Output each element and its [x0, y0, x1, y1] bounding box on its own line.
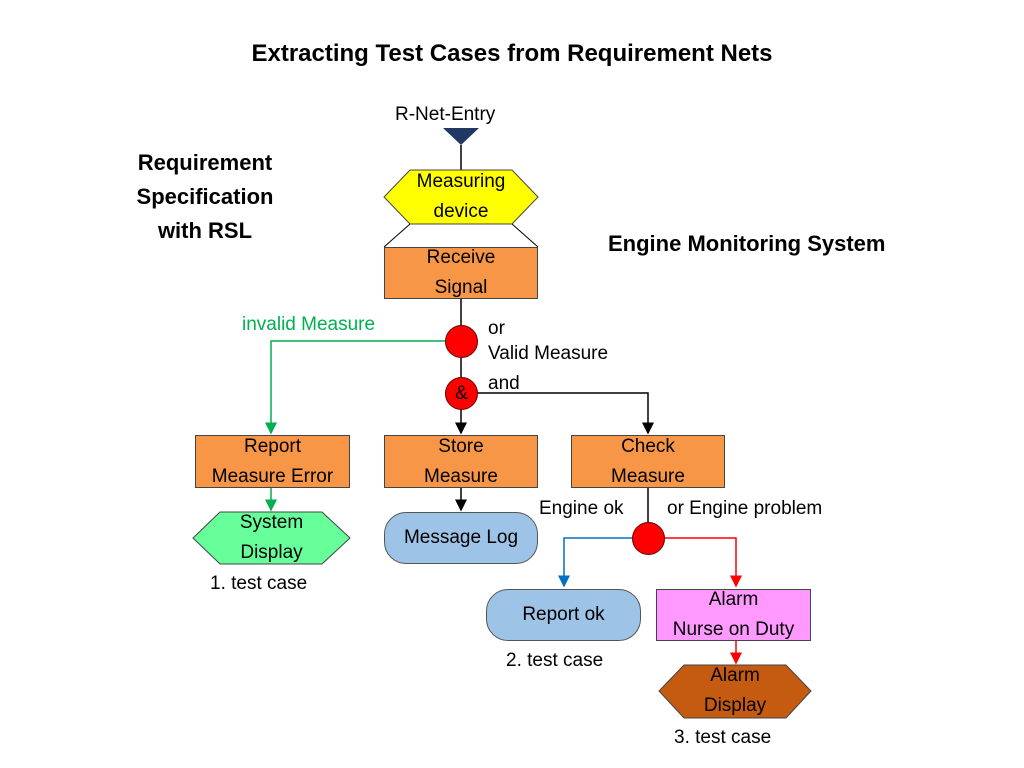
- system-display-line2: Display: [240, 542, 303, 563]
- requirement-label-line2: Specification: [136, 184, 274, 209]
- diagram-title: Extracting Test Cases from Requirement N…: [251, 40, 773, 67]
- and-label: and: [488, 373, 520, 394]
- system-label: Engine Monitoring System: [608, 231, 886, 256]
- entry-label: R-Net-Entry: [395, 104, 496, 125]
- alarm-display-hexagon: [658, 664, 812, 719]
- alarm-nurse-line1: Alarm: [708, 589, 759, 610]
- invalid-measure-label: invalid Measure: [242, 314, 376, 335]
- and-junction: &: [445, 377, 478, 410]
- store-measure-line1: Store: [438, 435, 484, 457]
- report-error-line2: Measure Error: [211, 465, 334, 487]
- test-case-1-label: 1. test case: [210, 573, 308, 594]
- check-measure-line1: Check: [621, 435, 675, 457]
- alarm-nurse-line2: Nurse on Duty: [672, 619, 795, 640]
- report-measure-error-node: Report Measure Error: [195, 435, 350, 488]
- requirement-label-line1: Requirement: [137, 150, 273, 175]
- measuring-device-line1: Measuring: [416, 171, 506, 192]
- measuring-device-node: Measuring device: [384, 167, 538, 227]
- store-measure-node: Store Measure: [384, 435, 538, 488]
- engine-ok-label: Engine ok: [539, 498, 624, 519]
- store-measure-line2: Measure: [424, 465, 498, 487]
- engine-junction: [632, 522, 665, 555]
- measuring-device-line2: device: [433, 201, 489, 222]
- and-symbol: &: [455, 382, 468, 404]
- system-display-node: System Display: [193, 508, 350, 568]
- report-error-line1: Report: [243, 435, 302, 457]
- message-log-node: Message Log: [384, 512, 538, 564]
- valid-measure-label: Valid Measure: [488, 343, 609, 364]
- entry-triangle-icon: [443, 128, 479, 145]
- receive-signal-node: Receive Signal: [384, 247, 538, 299]
- system-display-hexagon: [192, 511, 351, 565]
- receive-signal-line1: Receive: [426, 247, 496, 268]
- report-ok-node: Report ok: [486, 589, 641, 641]
- alarm-nurse-node: Alarm Nurse on Duty: [656, 589, 811, 641]
- receive-signal-line2: Signal: [434, 277, 488, 298]
- engine-problem-label: or Engine problem: [667, 498, 823, 519]
- or-label: or: [488, 318, 505, 339]
- alarm-display-node: Alarm Display: [659, 661, 811, 721]
- test-case-2-label: 2. test case: [506, 650, 604, 671]
- check-measure-line2: Measure: [611, 465, 685, 487]
- test-case-3-label: 3. test case: [674, 727, 772, 748]
- alarm-display-line1: Alarm: [710, 665, 760, 686]
- requirement-label-line3: with RSL: [157, 218, 253, 243]
- alarm-display-line2: Display: [703, 695, 767, 716]
- check-measure-node: Check Measure: [571, 435, 725, 488]
- system-display-line1: System: [239, 512, 304, 533]
- or-junction: [445, 325, 478, 358]
